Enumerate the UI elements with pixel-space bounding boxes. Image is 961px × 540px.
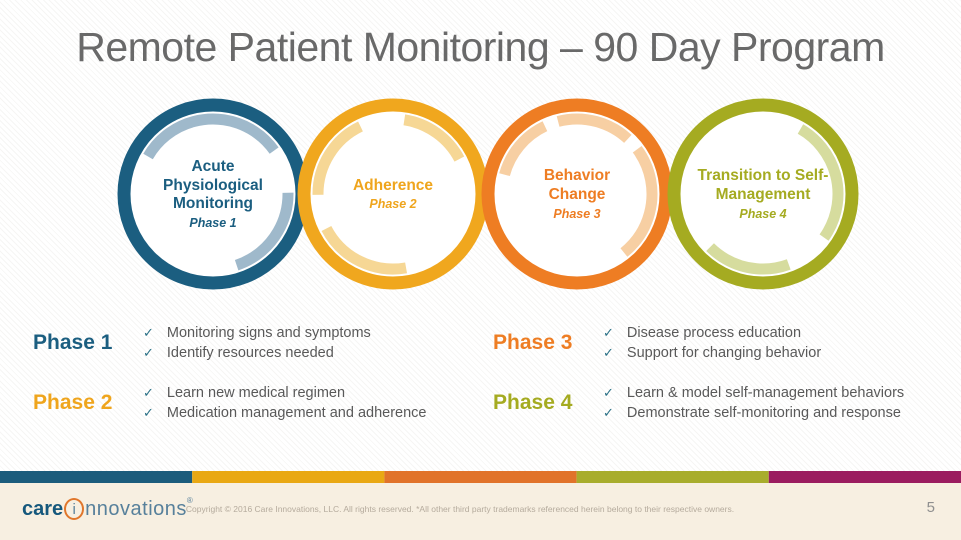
phase-1-label: Phase 1 <box>33 331 113 354</box>
logo-text-innovations: nnovations <box>85 497 187 520</box>
footer-color-stripe <box>0 471 961 483</box>
ring-inner-arc <box>496 113 658 275</box>
logo-text-care: care <box>22 497 64 520</box>
checkmark-icon: ✓ <box>143 325 154 340</box>
footer-bar: care i nnovations ® Copyright © 2016 Car… <box>0 483 961 540</box>
page-number: 5 <box>926 499 935 516</box>
item-text: Disease process education <box>626 325 802 341</box>
checkmark-icon: ✓ <box>143 345 154 360</box>
ring-title: Acute Physiological Monitoring <box>163 157 263 213</box>
slide-title: Remote Patient Monitoring – 90 Day Progr… <box>76 24 885 70</box>
phase-4-items: ✓ Learn & model self-management behavior… <box>603 383 904 423</box>
logo-i-circle-icon: i <box>64 498 85 520</box>
item-text: Demonstrate self-monitoring and response <box>626 405 901 421</box>
ring-label-phase-4: Transition to Self-Management Phase 4 <box>663 94 863 308</box>
item-text: Learn new medical regimen <box>166 385 346 401</box>
phase-2-ring: Adherence Phase 2 <box>293 94 493 294</box>
phase-1-ring: Acute Physiological Monitoring Phase 1 <box>113 94 313 294</box>
item-text: Learn & model self-management behaviors <box>626 385 905 401</box>
checkmark-icon: ✓ <box>603 345 614 360</box>
ring-graphic-phase-4 <box>667 98 859 290</box>
ring-inner-arc <box>132 113 294 275</box>
ring-label-phase-3: Behavior Change Phase 3 <box>477 94 677 294</box>
ring-disc <box>118 99 308 289</box>
list-item: ✓ Learn new medical regimen <box>143 383 426 403</box>
phase-3-label: Phase 3 <box>493 331 573 354</box>
ring-phase: Phase 3 <box>553 206 601 221</box>
copyright-text: Copyright © 2016 Care Innovations, LLC. … <box>185 504 735 514</box>
list-item: ✓ Demonstrate self-monitoring and respon… <box>603 403 904 423</box>
care-innovations-logo: care i nnovations ® <box>22 494 193 524</box>
phase-3-items: ✓ Disease process education ✓ Support fo… <box>603 323 821 363</box>
phase-2-label: Phase 2 <box>33 391 113 414</box>
list-item: ✓ Monitoring signs and symptoms <box>143 323 371 343</box>
checkmark-icon: ✓ <box>143 405 154 420</box>
checkmark-icon: ✓ <box>143 385 154 400</box>
ring-inner-arc <box>682 113 844 275</box>
ring-outline <box>481 98 673 290</box>
list-item: ✓ Support for changing behavior <box>603 343 821 363</box>
list-item: ✓ Learn & model self-management behavior… <box>603 383 904 403</box>
checkmark-icon: ✓ <box>603 325 614 340</box>
phase-2-details-row: Phase 2 ✓ Learn new medical regimen ✓ Me… <box>33 380 473 426</box>
item-text: Identify resources needed <box>166 345 334 361</box>
stripe-segment-olive <box>576 471 769 483</box>
phase-3-ring: Behavior Change Phase 3 <box>477 94 677 294</box>
stripe-segment-blue <box>0 471 193 483</box>
checkmark-icon: ✓ <box>603 385 614 400</box>
ring-label-phase-1: Acute Physiological Monitoring Phase 1 <box>113 94 313 294</box>
ring-graphic-phase-3 <box>481 98 673 290</box>
stripe-segment-orange <box>384 471 577 483</box>
ring-phase: Phase 2 <box>369 197 417 212</box>
phase-3-details-row: Phase 3 ✓ Disease process education ✓ Su… <box>493 320 953 366</box>
ring-label-phase-2: Adherence Phase 2 <box>293 94 493 294</box>
ring-disc <box>482 99 672 289</box>
ring-title: Behavior Change <box>543 167 611 203</box>
phase-1-details-row: Phase 1 ✓ Monitoring signs and symptoms … <box>33 320 473 366</box>
phase-4-label: Phase 4 <box>493 391 573 414</box>
ring-disc <box>668 99 858 289</box>
item-text: Support for changing behavior <box>626 345 822 361</box>
ring-phase: Phase 4 <box>739 206 787 221</box>
ring-title: Transition to Self-Management <box>697 167 829 203</box>
ring-phase: Phase 1 <box>189 216 237 231</box>
ring-outline <box>667 98 859 290</box>
stripe-segment-gold <box>192 471 385 483</box>
phase-2-items: ✓ Learn new medical regimen ✓ Medication… <box>143 383 426 423</box>
ring-title: Adherence <box>352 176 434 194</box>
item-text: Monitoring signs and symptoms <box>166 325 371 341</box>
phase-1-items: ✓ Monitoring signs and symptoms ✓ Identi… <box>143 323 371 363</box>
registered-trademark-icon: ® <box>186 496 193 505</box>
list-item: ✓ Medication management and adherence <box>143 403 426 423</box>
phase-4-details-row: Phase 4 ✓ Learn & model self-management … <box>493 380 953 426</box>
list-item: ✓ Disease process education <box>603 323 821 343</box>
stripe-segment-magenta <box>768 471 961 483</box>
phase-4-ring: Transition to Self-Management Phase 4 <box>663 94 863 294</box>
list-item: ✓ Identify resources needed <box>143 343 371 363</box>
checkmark-icon: ✓ <box>603 405 614 420</box>
ring-disc <box>298 99 488 289</box>
item-text: Medication management and adherence <box>166 405 427 421</box>
